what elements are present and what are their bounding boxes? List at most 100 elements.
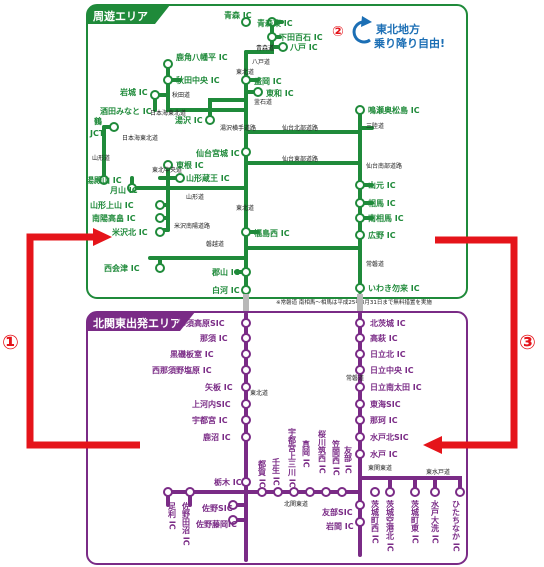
node-morioka	[241, 75, 251, 85]
south-ic-nodes	[163, 318, 465, 527]
badge-line1: 東北地方	[376, 22, 420, 36]
node-naka	[355, 415, 365, 425]
node-hirono	[355, 230, 365, 240]
label-utsunomiya: 宇都宮 IC	[192, 415, 228, 425]
label-iwaki: 岩城 IC	[119, 87, 148, 97]
node-kanuma	[241, 432, 251, 442]
node-kamimikawa	[289, 487, 299, 497]
node-yamagatazao	[175, 173, 185, 183]
red-arrow-1-head	[93, 228, 112, 246]
node-ibarakikuko	[385, 487, 395, 497]
label-nasukogen: 那須高原SIC	[178, 318, 225, 328]
label-kasama: 笠間西 IC	[332, 439, 341, 476]
node-kamikochi	[241, 399, 251, 409]
label-minamisoma: 南相馬 IC	[368, 213, 404, 223]
label-takahagi: 高萩 IC	[370, 333, 398, 343]
road-sendai-tobu: 仙台東部道路	[282, 155, 318, 163]
label-hitachinaka: ひたちなか IC	[452, 500, 461, 552]
node-ibarakimachi	[370, 487, 380, 497]
label-aizu: 西会津 IC	[104, 263, 140, 273]
road-tohoku-m: 東北道	[236, 204, 254, 212]
label-mito: 水戸 IC	[369, 449, 398, 459]
label-hachinohe: 八戸 IC	[289, 43, 318, 52]
arrow-label-1: ①	[2, 330, 19, 354]
node-yonezawakita	[155, 227, 165, 237]
node-kuroiso	[241, 349, 251, 359]
road-yamagata: 山形道	[92, 154, 110, 162]
label-ibarakikuko: 茨城空港北 IC	[385, 499, 395, 552]
node-sendai	[241, 147, 251, 157]
road-akita: 秋田道	[172, 91, 190, 99]
rotate-arrow-head-icon	[361, 16, 372, 27]
node-kitaibaraki	[355, 318, 365, 328]
north-area-frame	[86, 4, 468, 299]
red-arrow-1	[26, 233, 140, 449]
label-yamagatakamiyama: 山形上山 IC	[90, 200, 134, 210]
label-iwakiyumoto: いわき勿来 IC	[368, 283, 420, 293]
label-tsuga: 都賀 IC	[258, 459, 267, 488]
node-tsukiyama	[127, 183, 137, 193]
label-ibarakimachihigashi: 茨城町東 IC	[411, 499, 420, 544]
road-hachinohe: 八戸道	[252, 58, 270, 66]
north-area-title-tab	[87, 5, 170, 24]
south-area-title-tab	[87, 312, 195, 331]
node-aizu	[155, 263, 165, 273]
road-sendai-nanbu: 仙台南部道路	[366, 162, 402, 170]
node-takahagi	[355, 333, 365, 343]
node-yaita	[241, 382, 251, 392]
node-nasu	[241, 333, 251, 343]
label-shimoda: 下田百石 IC	[279, 33, 323, 42]
label-yamamoto: 山元 IC	[368, 180, 396, 190]
label-hitachichuo: 日立中央 IC	[370, 365, 414, 375]
node-higashine	[163, 160, 173, 170]
node-aomorihigashi	[267, 17, 277, 27]
road-nihonkai-tohoku: 日本海東北道	[150, 109, 186, 117]
rotate-arrow-icon	[352, 20, 371, 44]
label-tohwa: 東和 IC	[266, 88, 294, 98]
node-mooka	[305, 487, 315, 497]
road-aomori: 青森道	[256, 44, 274, 52]
label-jct-b: JCT	[89, 129, 105, 138]
label-higashine: 東根 IC	[176, 160, 204, 170]
node-tsuga	[257, 487, 267, 497]
node-shirakawa	[241, 285, 251, 295]
gray-connector-tohoku	[243, 294, 249, 314]
node-tohwa	[253, 87, 263, 97]
label-akita: 秋田中央 IC	[175, 75, 220, 85]
label-sanofujioka: 佐野藤岡IC	[195, 519, 237, 529]
label-kazuno: 鹿角八幡平 IC	[176, 52, 228, 62]
road-kitakanto: 北関東道	[284, 500, 308, 508]
label-mooka: 真岡 IC	[302, 439, 311, 468]
label-morioka: 盛岡 IC	[254, 76, 282, 86]
node-sakuragawa	[321, 487, 331, 497]
label-nanyo: 南陽高畠 IC	[92, 213, 136, 223]
road-yamagata2: 山形道	[186, 193, 204, 201]
label-hitachikita: 日立北 IC	[370, 349, 406, 359]
node-mitokita	[355, 432, 365, 442]
road-tohoku-s: 東北道	[250, 389, 268, 397]
node-ashikaga	[163, 487, 173, 497]
label-soma: 相馬 IC	[368, 198, 396, 208]
node-iwama	[355, 517, 365, 527]
label-tokai: 東海SIC	[370, 399, 401, 409]
label-kamimikawa: 宇都宮上三川 IC	[288, 427, 297, 488]
node-tsuruoka	[99, 175, 109, 185]
label-kamikochi: 上河内SIC	[192, 399, 231, 409]
node-hitachinaka	[455, 487, 465, 497]
south-area-title: 北関東出発エリア	[93, 316, 181, 330]
label-tsuruoka: 湯殿山 IC	[86, 175, 122, 185]
node-ibarakimachihigashi	[410, 487, 420, 497]
road-yonezawa-nanyo: 米沢南陽道路	[174, 222, 210, 230]
label-sendai: 仙台宮城 IC	[196, 148, 240, 158]
road-higashimito: 東水戸道	[426, 468, 450, 476]
node-naruse	[355, 105, 365, 115]
road-kamaishi: 釜石道	[254, 98, 272, 106]
node-minamisoma	[355, 213, 365, 223]
label-sano: 佐野SIC	[201, 503, 233, 513]
label-hirono: 広野 IC	[368, 230, 396, 240]
badge-number: ②	[332, 24, 344, 40]
label-ashikaga: 足利 IC	[167, 502, 177, 530]
label-nasu: 那須 IC	[200, 333, 228, 343]
node-shimoda	[267, 32, 277, 42]
node-sanotanuma	[185, 487, 195, 497]
